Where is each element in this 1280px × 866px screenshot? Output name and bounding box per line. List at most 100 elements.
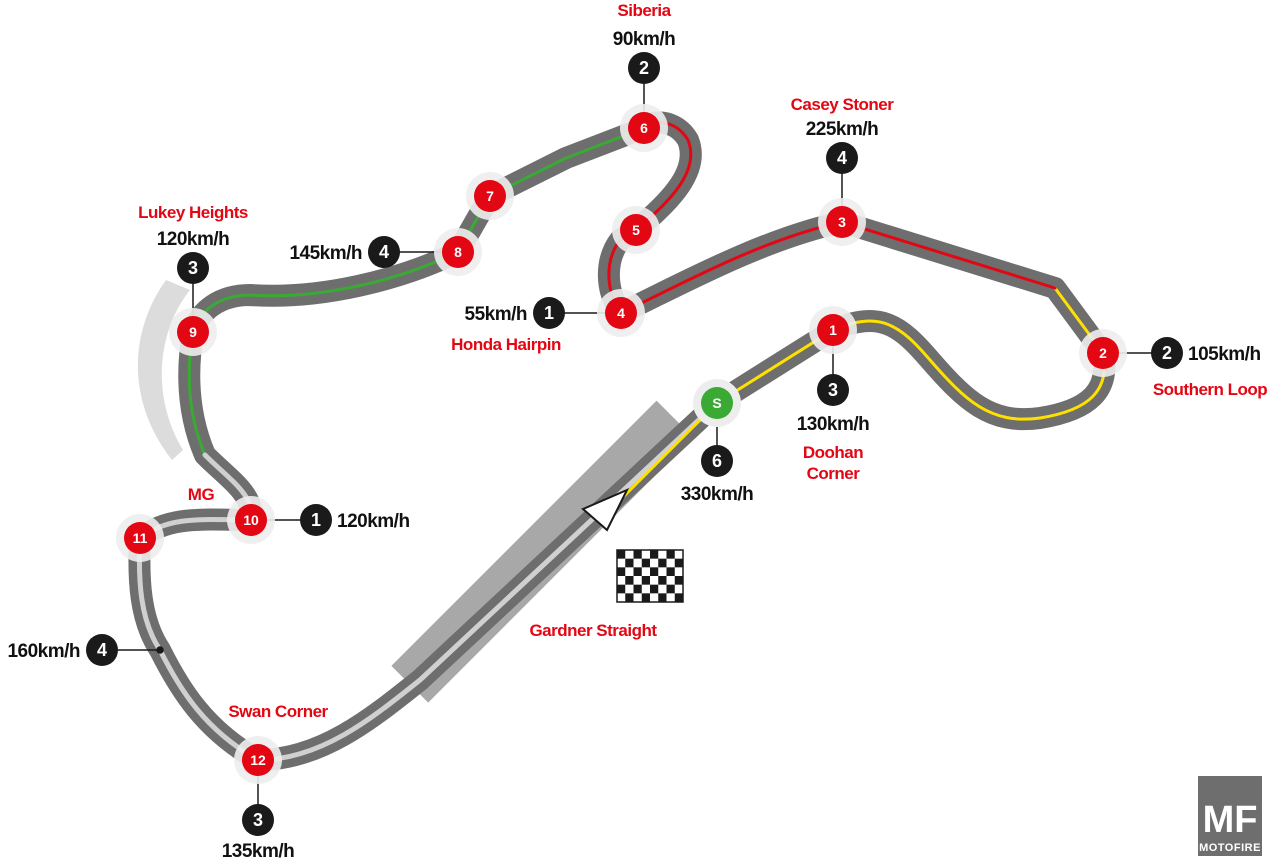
turn-4-speed: 55km/h <box>465 304 527 325</box>
turn-number: 9 <box>189 324 197 340</box>
gear-number: 4 <box>97 640 107 660</box>
flag-square <box>666 567 675 576</box>
flag-square <box>666 550 675 559</box>
flag-square <box>658 593 667 602</box>
gear-number: 3 <box>253 810 263 830</box>
flag-square <box>633 567 642 576</box>
turn-3-speed: 225km/h <box>806 119 879 140</box>
gear-badge-circle <box>817 374 849 406</box>
sweeper-gear-badge: 4 <box>86 634 118 666</box>
turn-9-marker: 9 <box>169 308 217 356</box>
runoff-area <box>137 280 190 460</box>
turn-11-marker: 11 <box>116 514 164 562</box>
gear-number: 3 <box>828 380 838 400</box>
gear-badges: 3 2 4 1 2 4 3 1 3 6 4 <box>86 52 1183 836</box>
flag-square <box>625 558 634 568</box>
turn-6-name: Siberia <box>617 1 671 20</box>
flag-square <box>617 584 626 594</box>
start-finish-speed: 330km/h <box>681 484 754 505</box>
straight-name: Gardner Straight <box>529 621 657 640</box>
turn-4-marker: 4 <box>597 289 645 337</box>
turn-circle <box>242 744 274 776</box>
start-label: S <box>712 395 721 411</box>
turn-1-name: Corner <box>807 464 861 483</box>
turn-7-marker: 7 <box>466 172 514 220</box>
turn-circle <box>1087 337 1119 369</box>
turn-10-marker: 10 <box>227 496 275 544</box>
start-finish-gear-badge: 6 <box>701 445 733 477</box>
gear-badge-circle <box>242 804 274 836</box>
finish-arrow <box>581 487 630 532</box>
turn-number: 7 <box>486 188 494 204</box>
turn-circle <box>442 236 474 268</box>
gear-number: 4 <box>837 148 847 168</box>
flag-square <box>674 558 683 568</box>
flag-square <box>617 567 626 576</box>
gear-badge-circle <box>533 297 565 329</box>
gear-number: 6 <box>712 451 722 471</box>
turn-12-speed: 135km/h <box>222 841 295 862</box>
turn-10-gear-badge: 1 <box>300 504 332 536</box>
flag-square <box>658 558 667 568</box>
turn-circle <box>124 522 156 554</box>
flag-square <box>633 584 642 594</box>
turn-4-gear-badge: 1 <box>533 297 565 329</box>
turn-6-marker: 6 <box>620 104 668 152</box>
turn-number: 1 <box>829 322 837 338</box>
turn-circle <box>628 112 660 144</box>
flag-square <box>666 584 675 594</box>
turn-1-marker: 1 <box>809 306 857 354</box>
gear-badge-circle <box>368 236 400 268</box>
turn-2-marker: 2 <box>1079 329 1127 377</box>
turn-1-speed: 130km/h <box>797 414 870 435</box>
turn-3-gear-badge: 4 <box>826 142 858 174</box>
turn-number: 2 <box>1099 345 1107 361</box>
flag-square <box>641 593 650 602</box>
flag-square <box>617 550 626 559</box>
gear-number: 2 <box>1162 343 1172 363</box>
turn-number: 6 <box>640 120 648 136</box>
gear-badge-circle <box>86 634 118 666</box>
callout-dot <box>156 646 164 654</box>
gear-badge-circle <box>826 142 858 174</box>
turn-10-speed: 120km/h <box>337 511 410 532</box>
gear-badge-circle <box>300 504 332 536</box>
gear-number: 1 <box>544 303 554 323</box>
turn-circle <box>620 214 652 246</box>
gear-number: 4 <box>379 242 389 262</box>
turn-circle <box>605 297 637 329</box>
turn-3-marker: 3 <box>818 198 866 246</box>
flag-square <box>641 576 650 585</box>
gear-number: 3 <box>188 258 198 278</box>
turn-1-name: Doohan <box>803 443 863 462</box>
motofire-logo: MF MOTOFIRE <box>1198 776 1262 856</box>
flag-square <box>625 576 634 585</box>
checkered-flag-icon <box>616 549 684 603</box>
turn-6-speed: 90km/h <box>613 29 675 50</box>
turn-12-name: Swan Corner <box>228 702 328 721</box>
turn-9-name: Lukey Heights <box>138 203 248 222</box>
turn-circle <box>474 180 506 212</box>
turn-9-gear-badge: 3 <box>177 252 209 284</box>
sweeper-speed: 160km/h <box>7 641 80 662</box>
turn-2-gear-badge: 2 <box>1151 337 1183 369</box>
turn-4-name: Honda Hairpin <box>451 335 561 354</box>
turn-5-marker: 5 <box>612 206 660 254</box>
turn-9-speed: 120km/h <box>157 229 230 250</box>
turn-3-name: Casey Stoner <box>791 95 895 114</box>
turn-6-gear-badge: 2 <box>628 52 660 84</box>
flag-square <box>641 558 650 568</box>
turn-1-gear-badge: 3 <box>817 374 849 406</box>
logo-mark: MF <box>1203 799 1258 841</box>
turn-number: 4 <box>617 305 625 321</box>
turn-8-gear-badge: 4 <box>368 236 400 268</box>
flag-square <box>650 584 659 594</box>
flag-square <box>650 567 659 576</box>
gear-badge-circle <box>701 445 733 477</box>
turn-8-marker: 8 <box>434 228 482 276</box>
turn-2-name: Southern Loop <box>1153 380 1267 399</box>
turn-number: 11 <box>133 530 148 546</box>
